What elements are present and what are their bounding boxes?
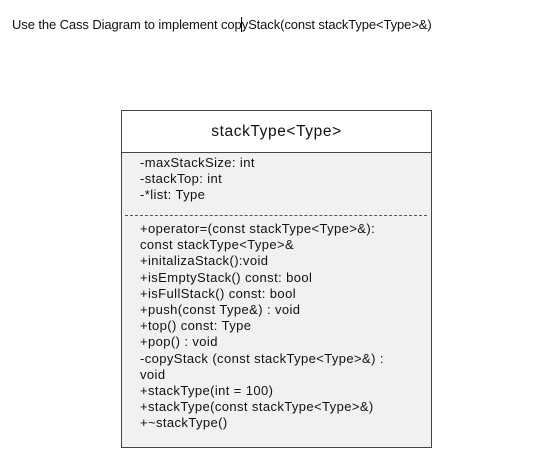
attribute: -stackTop: int bbox=[140, 171, 223, 187]
operation: +operator=(const stackType<Type>&): bbox=[140, 221, 376, 236]
operation: const stackType<Type>& bbox=[140, 237, 295, 253]
operation: +push(const Type&) : void bbox=[140, 302, 301, 318]
operation: +isFullStack() const: bool bbox=[140, 285, 296, 301]
instruction-text-start: Use the Cass Diagram to implement cop bbox=[12, 17, 242, 32]
uml-class-diagram: stackType<Type> -maxStackSize: int -stac… bbox=[121, 110, 432, 448]
operation: +top() const: Type bbox=[140, 318, 252, 334]
instruction-text-end: yStack(const stackType<Type>&) bbox=[241, 17, 432, 32]
operation: void bbox=[140, 366, 166, 382]
text-cursor bbox=[241, 17, 243, 32]
instruction-text[interactable]: Use the Cass Diagram to implement copySt… bbox=[12, 17, 432, 32]
attributes-compartment: -maxStackSize: int -stackTop: int -*list… bbox=[122, 153, 431, 211]
class-name: stackType<Type> bbox=[211, 122, 342, 140]
compartment-divider bbox=[125, 215, 427, 216]
class-name-compartment: stackType<Type> bbox=[122, 111, 431, 153]
operation: -copyStack (const stackType<Type>&) : bbox=[140, 350, 384, 366]
operation: +stackType(int = 100) bbox=[140, 383, 274, 399]
attribute: -maxStackSize: int bbox=[140, 155, 255, 170]
operation: +isEmptyStack() const: bool bbox=[140, 269, 313, 285]
operation: +pop() : void bbox=[140, 334, 218, 350]
attribute: -*list: Type bbox=[140, 187, 206, 203]
operations-compartment: +operator=(const stackType<Type>&): cons… bbox=[122, 216, 431, 432]
operation: +stackType(const stackType<Type>&) bbox=[140, 399, 374, 415]
operation: +~stackType() bbox=[140, 415, 228, 431]
operation: +initalizaStack():void bbox=[140, 253, 269, 269]
